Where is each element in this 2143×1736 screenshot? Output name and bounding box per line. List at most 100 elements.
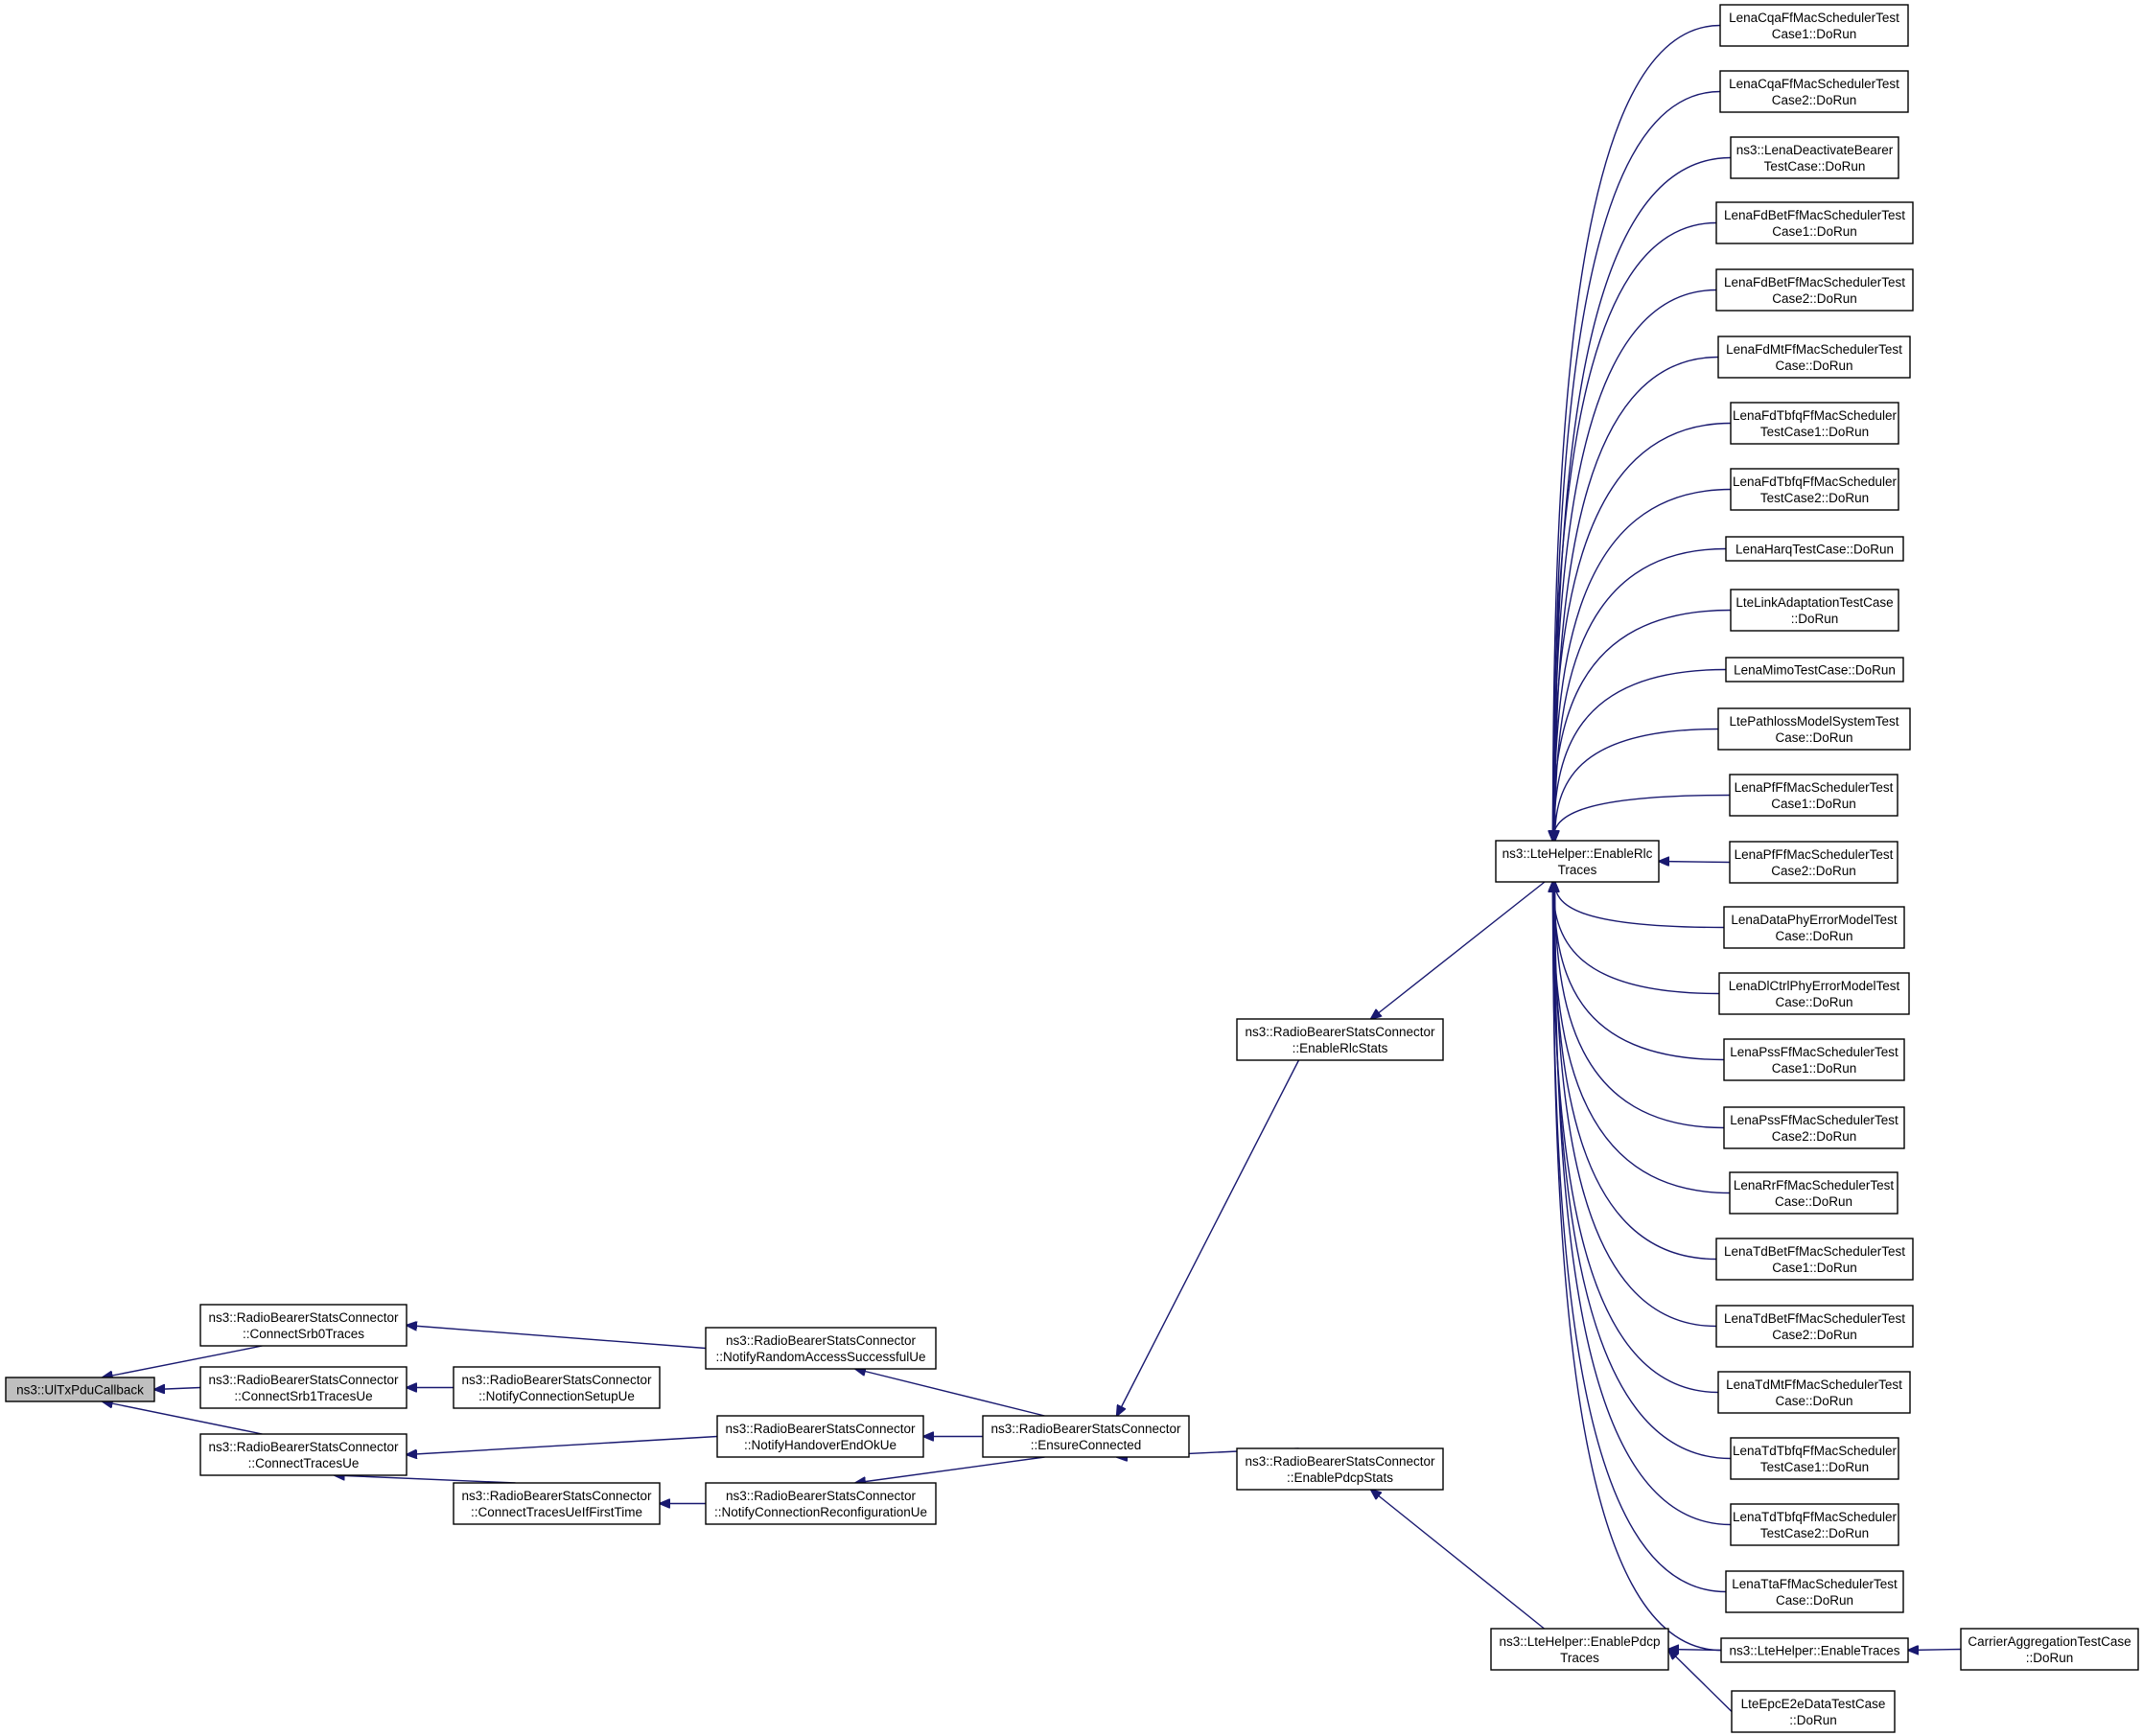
edge-line xyxy=(1554,882,1717,1261)
edge-line xyxy=(407,1435,718,1455)
node-e2e[interactable]: LteEpcE2eDataTestCase::DoRun xyxy=(1731,1690,1896,1733)
edge-line xyxy=(1553,882,1720,995)
node-srb1[interactable]: ns3::RadioBearerStatsConnector::ConnectS… xyxy=(199,1366,408,1409)
node-label: ::ConnectTracesUe xyxy=(248,1456,360,1470)
node-label: ::ConnectTracesUeIfFirstTime xyxy=(471,1505,642,1519)
node-label: ns3::RadioBearerStatsConnector xyxy=(208,1440,399,1454)
node-box xyxy=(1717,707,1911,751)
node-box xyxy=(1720,1637,1909,1663)
node-box xyxy=(1730,468,1899,511)
node-box xyxy=(1730,1503,1899,1546)
node-catc[interactable]: CarrierAggregationTestCase::DoRun xyxy=(1960,1628,2139,1671)
edge-t14-to-erlc xyxy=(1555,882,1725,929)
node-ctuift[interactable]: ns3::RadioBearerStatsConnector::ConnectT… xyxy=(453,1482,661,1525)
node-ec[interactable]: ns3::RadioBearerStatsConnector::EnsureCo… xyxy=(982,1415,1190,1458)
node-label: LenaFdMtFfMacSchedulerTest xyxy=(1726,342,1902,357)
edge-line xyxy=(1553,221,1717,842)
node-eps[interactable]: ns3::RadioBearerStatsConnector::EnablePd… xyxy=(1236,1447,1444,1491)
node-label: TestCase::DoRun xyxy=(1764,159,1866,174)
node-t10[interactable]: LenaMimoTestCase::DoRun xyxy=(1725,657,1904,683)
node-label: ::DoRun xyxy=(1791,612,1839,626)
node-box xyxy=(982,1415,1190,1458)
node-label: Case::DoRun xyxy=(1775,1394,1852,1408)
node-ncs[interactable]: ns3::RadioBearerStatsConnector::NotifyCo… xyxy=(453,1366,661,1409)
node-label: ::NotifyConnectionReconfigurationUe xyxy=(714,1505,927,1519)
node-label: LenaTtaFfMacSchedulerTest xyxy=(1732,1577,1898,1591)
edge-ec-to-nras xyxy=(855,1369,1045,1417)
edge-ctu-to-root xyxy=(103,1401,263,1435)
node-srb0[interactable]: ns3::RadioBearerStatsConnector::ConnectS… xyxy=(199,1304,408,1347)
edge-srb1-to-root xyxy=(154,1388,201,1390)
node-label: LenaHarqTestCase::DoRun xyxy=(1735,543,1894,557)
node-label: Traces xyxy=(1560,1651,1599,1665)
node-et[interactable]: ns3::LteHelper::EnableTraces xyxy=(1720,1637,1909,1663)
edge-line xyxy=(103,1401,263,1435)
node-root[interactable]: ns3::UlTxPduCallback xyxy=(5,1377,155,1402)
edge-srb0-to-root xyxy=(103,1345,263,1377)
edge-t3-to-erlc xyxy=(1553,221,1717,842)
node-box xyxy=(1715,268,1914,312)
node-t9[interactable]: LteLinkAdaptationTestCase::DoRun xyxy=(1730,589,1899,632)
edge-epdcp-to-eps xyxy=(1371,1490,1545,1630)
node-box xyxy=(1730,402,1899,445)
edge-line xyxy=(855,1456,1045,1483)
edge-t15-to-erlc xyxy=(1553,882,1720,995)
node-t8[interactable]: LenaHarqTestCase::DoRun xyxy=(1725,536,1904,562)
node-label: ::ConnectSrb1TracesUe xyxy=(234,1389,372,1403)
node-ctu[interactable]: ns3::RadioBearerStatsConnector::ConnectT… xyxy=(199,1433,408,1476)
node-box xyxy=(199,1433,408,1476)
node-nheo[interactable]: ns3::RadioBearerStatsConnector::NotifyHa… xyxy=(716,1415,924,1458)
node-label: ::DoRun xyxy=(1789,1713,1837,1727)
node-box xyxy=(716,1415,924,1458)
node-box xyxy=(1719,4,1909,47)
edge-t18-to-erlc xyxy=(1553,882,1731,1194)
edge-line xyxy=(1555,356,1719,842)
node-ers[interactable]: ns3::RadioBearerStatsConnector::EnableRl… xyxy=(1236,1018,1444,1061)
node-label: LteEpcE2eDataTestCase xyxy=(1741,1697,1886,1711)
node-label: ns3::RadioBearerStatsConnector xyxy=(726,1489,917,1503)
node-label: LenaTdTbfqFfMacScheduler xyxy=(1733,1444,1898,1458)
node-box xyxy=(1730,1437,1899,1480)
node-box xyxy=(1731,1690,1896,1733)
node-nras[interactable]: ns3::RadioBearerStatsConnector::NotifyRa… xyxy=(705,1327,937,1370)
node-box xyxy=(705,1482,937,1525)
node-label: Case2::DoRun xyxy=(1771,864,1856,878)
edge-line xyxy=(1908,1650,1962,1651)
edge-line xyxy=(1554,488,1732,842)
node-label: LenaFdTbfqFfMacScheduler xyxy=(1733,475,1898,489)
node-label: ::NotifyHandoverEndOkUe xyxy=(744,1438,897,1452)
edge-t6-to-erlc xyxy=(1553,422,1732,842)
edge-line xyxy=(1371,1490,1545,1630)
node-label: LenaCqaFfMacSchedulerTest xyxy=(1729,11,1899,25)
edge-line xyxy=(1553,882,1719,1394)
nodes-layer: ns3::UlTxPduCallbackns3::RadioBearerStat… xyxy=(5,4,2139,1733)
node-ncr[interactable]: ns3::RadioBearerStatsConnector::NotifyCo… xyxy=(705,1482,937,1525)
node-box xyxy=(1960,1628,2139,1671)
node-label: ns3::RadioBearerStatsConnector xyxy=(208,1373,399,1387)
node-label: Case1::DoRun xyxy=(1772,27,1857,41)
